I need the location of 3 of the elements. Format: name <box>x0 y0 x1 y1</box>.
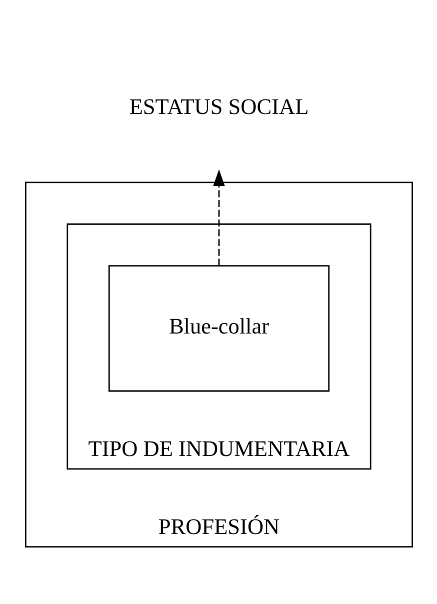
arrow <box>212 169 224 266</box>
node-text: ESTATUS SOCIAL <box>128 94 308 119</box>
node-box: Blue-collar <box>108 265 330 392</box>
